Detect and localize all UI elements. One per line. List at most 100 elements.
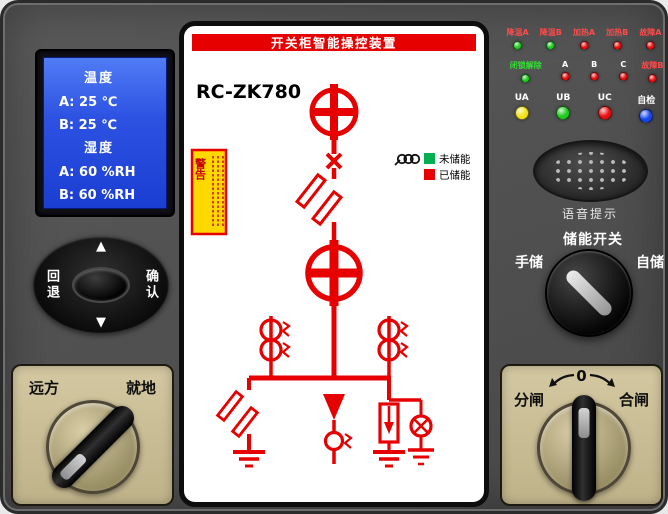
led-light <box>556 106 571 120</box>
led-light <box>618 72 628 81</box>
rotation-arrows-icon <box>548 373 615 387</box>
mimic-title: 开关柜智能操控装置 <box>271 36 397 51</box>
energy-switch-title: 储能开关 <box>563 232 623 248</box>
ground-left-symbol <box>233 450 265 468</box>
led-light <box>645 41 655 50</box>
led-light <box>597 106 612 120</box>
led-label: UC <box>597 93 612 103</box>
led-light <box>514 106 529 120</box>
ground-right-symbol <box>408 448 434 466</box>
energy-switch-knob[interactable] <box>545 249 633 337</box>
led-light <box>589 72 599 81</box>
remote-local-knob-handle[interactable] <box>47 401 139 493</box>
knob-handle-stripe <box>578 408 590 438</box>
led-fault-a: 故障A <box>634 27 667 50</box>
warning-label: 警告 <box>190 148 228 236</box>
led-heating-b: 加热B <box>601 27 634 50</box>
led-phase-a: A <box>551 60 580 83</box>
knob-indicator-stripe <box>563 267 615 319</box>
remote-local-switch-panel: 远方 就地 <box>11 364 174 506</box>
led-row-1: 降温A 降温B 加热A 加热B 故障A <box>501 27 667 50</box>
led-phase-c: C <box>609 60 638 83</box>
breaker-lower-symbol <box>305 240 363 306</box>
lcd-temperature-header: 温度 <box>84 71 115 86</box>
speaker-holes-icon <box>550 152 631 190</box>
speaker-grille <box>533 140 648 202</box>
earthing-coil-symbol <box>323 430 353 452</box>
lcd-humidity-b: B: 60 %RH <box>59 188 136 203</box>
legend-swatch-uncharged <box>424 153 435 164</box>
down-arrow-button[interactable]: ▼ <box>96 315 106 330</box>
led-light <box>513 41 523 50</box>
single-line-diagram: 开关柜智能操控装置 RC-ZK780 <box>190 34 476 468</box>
led-cooling-a: 降温A <box>501 27 534 50</box>
lcd-humidity-header: 湿度 <box>84 141 115 156</box>
charge-legend: 未储能 已储能 <box>394 153 471 182</box>
led-light <box>579 41 589 50</box>
dpad-center-knob[interactable] <box>72 266 130 303</box>
led-heating-a: 加热A <box>567 27 600 50</box>
breaker-upper-symbol <box>309 84 359 140</box>
lamp-symbol <box>409 400 433 450</box>
ground-middle-symbol <box>373 450 405 468</box>
disconnect-left-feeder-symbol <box>215 389 260 439</box>
contact-cross-symbol <box>325 152 343 170</box>
disconnect-upper-symbol <box>294 172 344 227</box>
led-label: 降温B <box>539 28 562 37</box>
ct-left-symbol <box>259 316 291 378</box>
led-ua: UA <box>501 93 543 123</box>
led-label: 故障A <box>639 28 662 37</box>
led-light <box>647 74 657 83</box>
lcd-temperature-b: B: 25 ℃ <box>59 118 117 133</box>
mimic-title-bar <box>192 34 476 51</box>
led-label: 加热A <box>572 28 596 37</box>
led-interlock-release: 闭锁解除 <box>501 60 551 83</box>
zero-position-label: 0 <box>576 367 587 385</box>
knob-handle-stripe <box>58 452 88 482</box>
led-label: 加热B <box>606 28 629 37</box>
led-label: UB <box>556 93 571 103</box>
led-phase-b: B <box>580 60 609 83</box>
led-row-3: UA UB UC 自检 <box>501 93 667 123</box>
local-label: 就地 <box>125 379 156 397</box>
model-label: RC-ZK780 <box>196 81 301 103</box>
ct-right-symbol <box>377 316 409 378</box>
led-light <box>612 41 622 50</box>
remote-label: 远方 <box>29 379 60 397</box>
manual-charge-label: 手储 <box>515 255 543 271</box>
lcd-screen: 温度 A: 25 ℃ B: 25 ℃ 湿度 A: 60 %RH B: 60 %R… <box>43 57 167 209</box>
warning-title: 警告 <box>194 157 208 181</box>
open-close-knob-handle[interactable] <box>572 395 596 501</box>
led-label: 自检 <box>637 96 656 106</box>
led-label: A <box>561 60 569 69</box>
legend-charged-label: 已储能 <box>439 169 471 182</box>
back-button[interactable]: 回退 <box>44 268 59 301</box>
led-cooling-b: 降温B <box>534 27 567 50</box>
lcd-bezel: 温度 A: 25 ℃ B: 25 ℃ 湿度 A: 60 %RH B: 60 %R… <box>35 49 175 217</box>
led-row-2: 闭锁解除 A B C 故障B <box>501 60 667 83</box>
remote-local-knob-base <box>46 400 140 494</box>
led-label: 降温A <box>506 28 529 37</box>
led-light <box>639 109 654 123</box>
legend-uncharged-label: 未储能 <box>439 153 471 166</box>
confirm-button[interactable]: 确认 <box>143 268 158 301</box>
led-self-check: 自检 <box>626 93 668 123</box>
led-light <box>560 72 570 81</box>
lcd-temperature-a: A: 25 ℃ <box>59 95 118 110</box>
spring-icon <box>394 153 421 166</box>
auto-charge-label: 自储 <box>636 255 664 271</box>
open-close-knob-base <box>537 395 631 501</box>
voice-prompt-label: 语音提示 <box>561 207 618 221</box>
lcd-humidity-a: A: 60 %RH <box>59 165 136 180</box>
led-ub: UB <box>543 93 585 123</box>
up-arrow-button[interactable]: ▲ <box>96 239 106 254</box>
led-light <box>521 74 531 83</box>
open-close-switch-panel: 0 分闸 合闸 <box>500 364 663 506</box>
led-uc: UC <box>584 93 626 123</box>
led-label: B <box>591 60 598 69</box>
led-indicator-panel: 降温A 降温B 加热A 加热B 故障A 闭锁解除 <box>501 27 667 123</box>
led-label: 故障B <box>641 61 664 70</box>
led-label: 闭锁解除 <box>509 61 542 70</box>
navigation-pad: ▲ ▼ 回退 确认 <box>33 236 169 333</box>
led-label: C <box>620 60 627 69</box>
